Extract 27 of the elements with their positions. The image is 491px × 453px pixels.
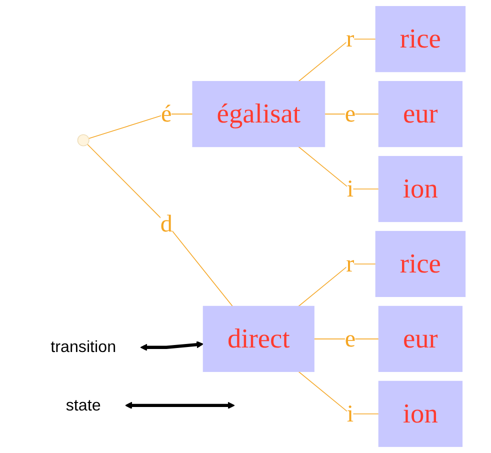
connector [298,264,376,307]
edge-label: é [160,100,172,128]
node-text: state [66,396,101,414]
connector [298,371,379,414]
edge-label: r [346,250,354,278]
edge-label: d [160,210,172,237]
arrow [124,402,234,409]
connector [298,146,379,190]
edge-label: i [346,400,354,428]
node-point [76,134,90,146]
edge-label: i [346,176,354,202]
node-box: ion [378,380,462,447]
node-box: eur [378,306,462,372]
connector [86,144,233,307]
node-box: eur [378,81,462,148]
edge-label: e [344,100,356,128]
node-box: rice [375,6,466,72]
connector [88,114,193,139]
node-box: égalisat [192,81,325,148]
edge-label: r [346,26,354,52]
arrow [140,341,204,351]
node-box: ion [378,156,462,222]
connector [298,38,376,82]
node-box: direct [202,306,314,372]
node-box: rice [375,230,466,298]
edge-label: e [344,326,356,352]
node-text: transition [50,338,116,356]
